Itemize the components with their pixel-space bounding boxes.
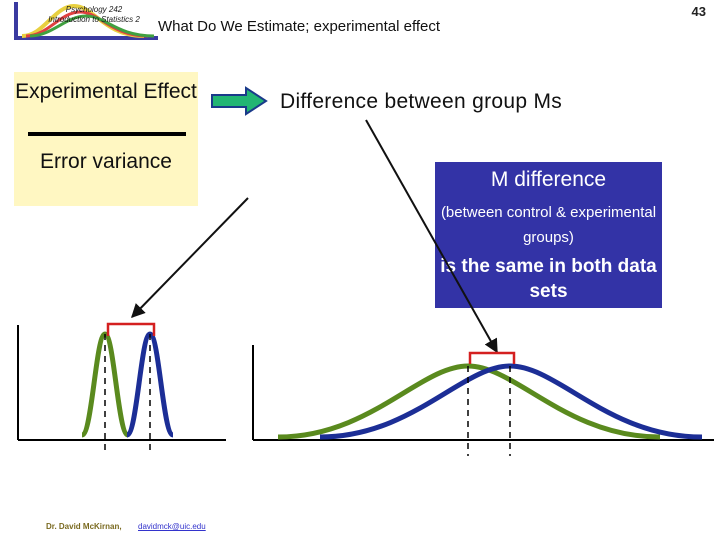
pointer-line-right (365, 119, 498, 354)
right-experimental-curve (319, 363, 703, 440)
callout-line-3: is the same in both data sets (440, 256, 657, 302)
logo-curves-icon (14, 2, 158, 40)
fraction-line (28, 132, 186, 136)
callout-line-2: (between control & experimental groups) (440, 204, 657, 246)
right-arrow-icon (211, 86, 268, 116)
left-mean-bracket (106, 322, 156, 336)
footer-email-link[interactable]: davidmck@uic.edu (138, 522, 206, 531)
course-logo (14, 2, 164, 42)
formula-denominator: Error variance (40, 150, 172, 173)
arrow-label: Difference between group Ms (280, 90, 563, 113)
formula-box (14, 72, 198, 206)
callout-box (435, 162, 662, 308)
course-logo-text: Psychology 242 Introduction to Statistic… (48, 5, 140, 24)
callout-line-1: M difference (490, 168, 607, 191)
formula-numerator: Experimental Effect (15, 80, 197, 103)
left-plot (17, 322, 226, 455)
footer-author: Dr. David McKirnan, (46, 522, 122, 531)
right-plot (252, 345, 714, 456)
slide-number: 43 (691, 4, 706, 19)
slide-title: What Do We Estimate; experimental effect (158, 18, 441, 35)
right-mean-bracket (468, 351, 516, 364)
pointer-line-left (131, 197, 249, 319)
